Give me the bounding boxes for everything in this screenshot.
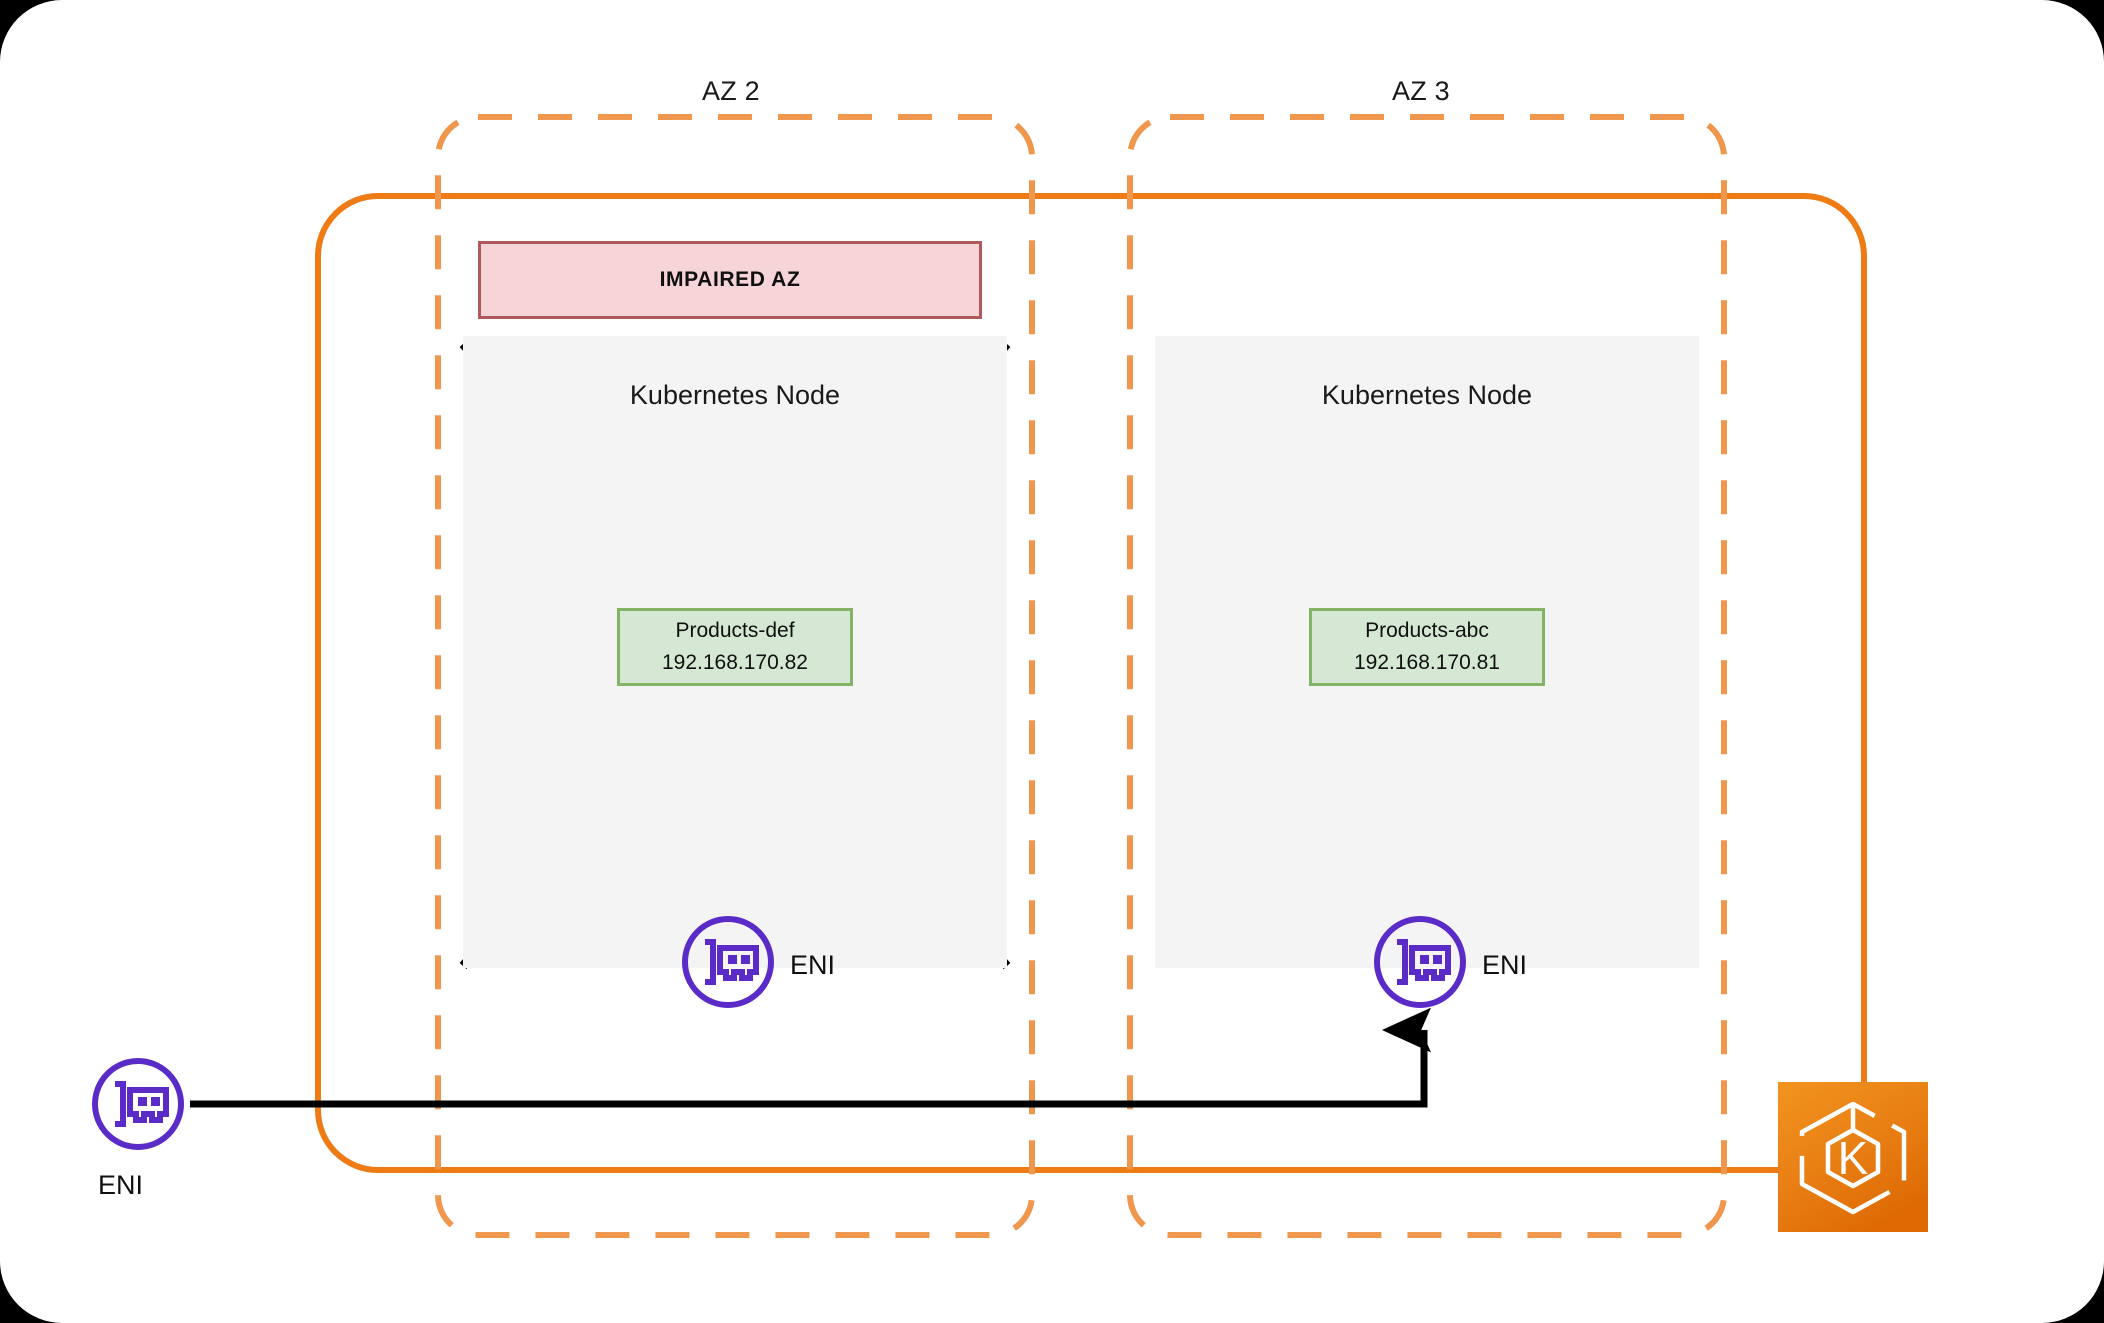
eni-az2-label: ENI <box>790 950 836 980</box>
pod-products-abc-ip: 192.168.170.81 <box>1354 651 1500 674</box>
az2-label: AZ 2 <box>702 76 760 106</box>
eni-icon[interactable] <box>90 1056 186 1152</box>
eni-az2-group[interactable]: ENI <box>680 914 835 1010</box>
eni-az3-group[interactable]: ENI <box>1372 914 1527 1010</box>
kubernetes-node-az3-title: Kubernetes Node <box>1321 380 1533 410</box>
eni-az3-label: ENI <box>1482 950 1528 980</box>
eks-kubernetes-logo[interactable]: K <box>1778 1082 1928 1232</box>
impaired-az-label: IMPAIRED AZ <box>659 268 801 291</box>
az3-label: AZ 3 <box>1392 76 1450 106</box>
eni-icon[interactable] <box>1372 914 1468 1010</box>
pod-products-def-ip: 192.168.170.82 <box>662 651 808 674</box>
pod-products-def-name: Products-def <box>675 618 795 642</box>
eni-external-group[interactable]: ENI <box>90 1056 186 1200</box>
kubernetes-node-az2-title: Kubernetes Node <box>629 380 841 410</box>
pod-products-def[interactable]: Products-def 192.168.170.82 <box>617 608 853 686</box>
pod-products-abc[interactable]: Products-abc 192.168.170.81 <box>1309 608 1545 686</box>
eni-external-label: ENI <box>98 1170 144 1200</box>
pod-products-abc-name: Products-abc <box>1365 618 1489 642</box>
eni-icon[interactable] <box>680 914 776 1010</box>
eks-k-glyph: K <box>1838 1132 1869 1184</box>
impaired-az-banner: IMPAIRED AZ <box>478 241 982 319</box>
